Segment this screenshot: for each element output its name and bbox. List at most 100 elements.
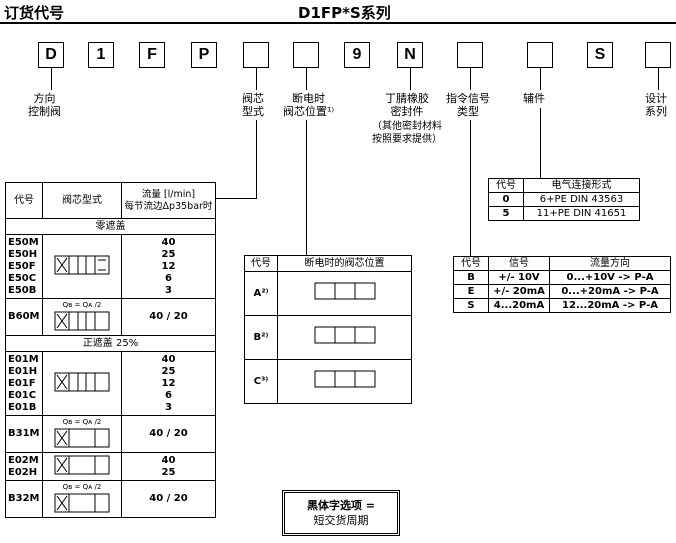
spool-symbol: Qв = Qᴀ /2 [42,298,122,336]
table-row: A²⁾ [244,271,412,316]
code-box-12 [645,42,671,68]
table-row: 5 11+PE DIN 41651 [488,206,640,221]
table-row: E +/- 20mA 0...+20mA -> P-A [453,284,671,299]
spool-code: E01B [8,401,37,413]
elec-desc: 11+PE DIN 41651 [523,206,640,221]
spool-code: E02H [8,466,38,478]
connector [540,68,541,90]
section-positive: 正遮盖 25% [5,335,216,352]
spool-symbol-icon [54,372,110,391]
col-header-code: 代号 [453,256,489,271]
spool-symbol: Qв = Qᴀ /2 [42,480,122,518]
position-symbol [277,315,412,360]
table-row: C³⁾ [244,359,412,404]
flow-value: 25 [161,248,176,260]
header-divider [0,22,676,24]
flow-value: 25 [161,365,176,377]
connector [306,68,307,90]
flow-value: 3 [165,284,172,296]
signal-code: S [453,298,489,313]
spool-code: E50B [8,284,37,296]
spool-code: B60M [5,298,43,336]
code-box-6 [293,42,319,68]
qb-label: Qв = Qᴀ /2 [62,483,102,491]
flow-value: 6 [165,272,172,284]
signal-value: +/- 20mA [488,284,550,299]
col-header-connection: 电气连接形式 [523,178,640,193]
label-power-off: 断电时 阀芯位置¹⁾ [283,92,335,118]
code-box-1: D [38,42,64,68]
position-symbol [277,359,412,404]
connector [306,120,307,255]
position-symbol [277,271,412,316]
code-box-4: P [191,42,217,68]
spool-code: B32M [5,480,43,518]
bold-option-note: 黑体字选项 = 短交货周期 [282,490,400,536]
spool-symbol [42,234,122,299]
position-code: B²⁾ [244,315,278,360]
spool-table: 代号 阀芯型式 流量 [l/min] 每节流边Δp35bar时 零遮盖 E50M… [5,182,216,518]
spool-code: E01F [8,377,36,389]
col-header-position: 断电时的阀芯位置 [277,255,412,272]
spool-symbol [42,452,122,481]
code-box-5 [243,42,269,68]
signal-value: 4...20mA [488,298,550,313]
elec-code: 5 [488,206,524,221]
table-row: E01M E01H E01F E01C E01B 40 25 12 6 3 [5,351,216,416]
flow-value: 40 [161,353,176,365]
label-seal-note: （其他密封材料 按照要求提供） [372,121,442,145]
table-row: E02M E02H 40 25 [5,452,216,481]
qb-label: Qв = Qᴀ /2 [62,418,102,426]
label-direction: 方向 控制阀 [28,92,61,118]
flow-value: 40 [161,454,176,466]
label-aux: 辅件 [523,92,545,105]
flow-value: 40 / 20 [121,480,216,518]
connector [51,68,52,90]
signal-value: +/- 10V [488,270,550,285]
col-header-signal: 信号 [488,256,550,271]
section-zero: 零遮盖 [5,218,216,235]
table-row: B32M Qв = Qᴀ /2 40 / 20 [5,480,216,518]
table-row: E50M E50H E50F E50C E50B 40 25 12 6 3 [5,234,216,299]
table-row: B +/- 10V 0...+10V -> P-A [453,270,671,285]
col-header-flow: 流量 [l/min] 每节流边Δp35bar时 [121,182,216,219]
code-box-2: 1 [88,42,114,68]
spool-code: E01M [8,353,39,365]
spool-symbol-icon [54,428,110,448]
spool-code: E01C [8,389,37,401]
elec-code: 0 [488,192,524,207]
table-row: B31M Qв = Qᴀ /2 40 / 20 [5,415,216,453]
connector [658,68,659,90]
signal-direction: 0...+20mA -> P-A [549,284,671,299]
spool-code: E50C [8,272,37,284]
spool-code: E02M [8,454,39,466]
code-box-8: N [397,42,423,68]
connector [470,120,471,256]
note-line-1: 黑体字选项 = [306,499,376,512]
valve-symbol-icon [314,370,375,387]
connector [540,108,541,178]
poweroff-table: 代号 断电时的阀芯位置 A²⁾ B²⁾ C³⁾ [244,255,412,404]
col-header-code: 代号 [5,182,43,219]
spool-code: E01H [8,365,38,377]
connector [470,68,471,90]
code-box-10 [527,42,553,68]
position-code: A²⁾ [244,271,278,316]
valve-symbol-icon [314,282,375,299]
code-box-3: F [139,42,165,68]
table-row: B60M Qв = Qᴀ /2 40 / 20 [5,298,216,336]
signal-direction: 12...20mA -> P-A [549,298,671,313]
flow-value: 12 [161,377,176,389]
elec-table: 代号 电气连接形式 0 6+PE DIN 43563 5 11+PE DIN 4… [488,178,640,221]
flow-value: 3 [165,401,172,413]
signal-direction: 0...+10V -> P-A [549,270,671,285]
page-title: 订货代号 [4,4,65,22]
spool-code: E50H [8,248,38,260]
spool-symbol-icon [54,455,110,474]
table-row: 0 6+PE DIN 43563 [488,192,640,207]
flow-value: 25 [161,466,176,478]
spool-symbol-icon [54,255,110,274]
signal-code: B [453,270,489,285]
spool-symbol [42,351,122,416]
signal-code: E [453,284,489,299]
